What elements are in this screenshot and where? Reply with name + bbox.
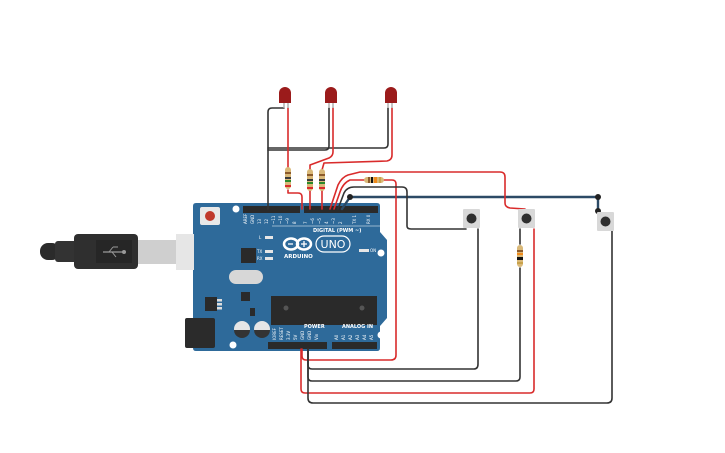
digital-pin-label: GND — [250, 215, 255, 224]
led-on-label: ON — [370, 248, 376, 253]
power-pin-label: GND — [307, 331, 312, 340]
led-l-label: L — [259, 235, 262, 240]
wire-black[interactable] — [307, 228, 613, 404]
power-pin-label: GND — [300, 331, 305, 340]
model-label: UNO — [321, 238, 346, 251]
pushbutton[interactable] — [518, 209, 535, 228]
wire-joint — [595, 194, 601, 200]
digital-pin-label: TX 1 — [352, 215, 357, 225]
analog-header-label: ANALOG IN — [342, 324, 373, 330]
led-tx-label: TX — [256, 249, 262, 254]
voltage-regulator — [205, 297, 217, 311]
resistor[interactable] — [517, 245, 523, 267]
wire-red[interactable] — [321, 107, 393, 171]
capacitor — [234, 321, 250, 338]
digital-pin-label: 7 — [303, 221, 308, 224]
crystal — [229, 270, 263, 284]
usb-cable[interactable] — [40, 234, 194, 270]
power-pin-label: RESET — [279, 327, 284, 340]
digital-pin-label: ~6 — [310, 218, 315, 224]
atmega-chip — [271, 296, 377, 325]
analog-header — [332, 342, 377, 349]
arduino-logo — [282, 237, 313, 251]
power-pin-label: Vin — [314, 333, 319, 340]
power-pin-label: IOREF — [272, 327, 277, 340]
red-led[interactable] — [385, 87, 397, 108]
digital-pin-label: 12 — [264, 218, 269, 224]
analog-pin-label: A1 — [341, 334, 346, 340]
analog-pin-label: A0 — [334, 334, 339, 340]
pushbutton[interactable] — [597, 212, 614, 231]
wire-joint — [347, 194, 353, 200]
digital-pin-label: 13 — [257, 218, 262, 224]
digital-pin-label: ~5 — [317, 218, 322, 224]
wire-red[interactable] — [309, 107, 334, 171]
analog-pin-label: A5 — [369, 334, 374, 340]
red-led[interactable] — [279, 87, 291, 108]
resistor[interactable] — [364, 177, 384, 183]
wire-red[interactable] — [301, 179, 397, 361]
digital-pin-label: ~10 — [278, 215, 283, 224]
resistor[interactable] — [307, 169, 313, 191]
analog-pin-label: A2 — [348, 334, 353, 340]
wire-red[interactable] — [329, 171, 526, 210]
capacitor — [254, 321, 270, 338]
power-header-label: POWER — [304, 324, 325, 330]
digital-pin-label: RX 0 — [366, 214, 371, 224]
analog-pin-label: A3 — [355, 334, 360, 340]
digital-header-high — [243, 206, 300, 213]
digital-pin-label: ~11 — [271, 215, 276, 224]
usb-icon — [103, 246, 126, 258]
wire-black[interactable] — [337, 186, 467, 230]
red-led[interactable] — [325, 87, 337, 108]
power-header — [268, 342, 327, 349]
digital-pin-label: 8 — [292, 221, 297, 224]
digital-pin-label: ~3 — [331, 218, 336, 224]
wire-black[interactable] — [267, 107, 389, 149]
wire-blue[interactable] — [340, 195, 600, 213]
resistor[interactable] — [285, 167, 291, 189]
wire-black[interactable] — [267, 107, 285, 210]
digital-pin-label: ~9 — [285, 218, 290, 224]
usb-port — [176, 234, 194, 270]
led-rx-label: RX — [257, 256, 263, 261]
digital-header-label: DIGITAL (PWM ~) — [313, 228, 361, 234]
wire-red[interactable] — [300, 228, 535, 394]
usb-chip — [241, 248, 256, 263]
pushbutton[interactable] — [463, 209, 480, 228]
power-pin-label: 3.3V — [286, 331, 291, 340]
digital-pin-label: 4 — [324, 221, 329, 224]
analog-pin-label: A4 — [362, 334, 367, 340]
power-jack — [185, 318, 215, 348]
digital-pin-label: 2 — [338, 221, 343, 224]
wire-red[interactable] — [333, 179, 367, 210]
brand-label: ARDUINO — [284, 254, 313, 260]
wire-red[interactable] — [287, 189, 303, 210]
arduino-uno-board[interactable]: L TX RX ON ARDUINO UNO DIGITAL (PWM ~) P… — [176, 203, 387, 351]
resistor[interactable] — [319, 169, 325, 191]
power-pin-label: 5V — [293, 334, 298, 340]
wire-black[interactable] — [267, 107, 330, 151]
digital-pin-label: AREF — [243, 213, 248, 224]
